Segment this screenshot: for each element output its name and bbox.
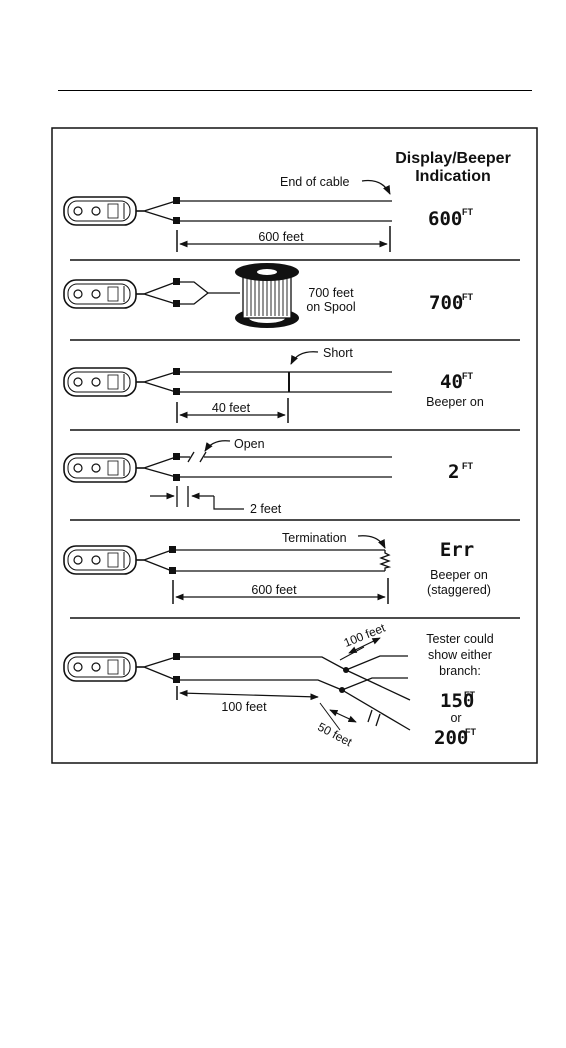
branch-note-line1: Tester could: [426, 632, 493, 646]
tester-device: [64, 546, 144, 574]
display-readout: Err: [440, 539, 474, 561]
beeper-note-line1: Beeper on: [430, 568, 488, 582]
tester-device: [64, 653, 144, 681]
dimension-arrow: [330, 710, 356, 722]
spool-label-line1: 700 feet: [308, 286, 354, 300]
tester-device: [64, 197, 144, 225]
cable-branch: [346, 656, 408, 670]
display-readout: 700: [429, 292, 463, 314]
callout-termination: Termination: [282, 531, 347, 545]
spool-label-line2: on Spool: [306, 300, 355, 314]
row-spool: 700 feet on Spool 700 FT: [64, 263, 473, 328]
terminator-resistor: [381, 550, 389, 571]
tester-device: [64, 280, 144, 308]
dimension-label-main: 100 feet: [221, 700, 267, 714]
display-unit: FT: [462, 292, 473, 302]
display-unit-b: FT: [465, 727, 476, 737]
open-break-mark: [368, 710, 372, 722]
open-break-mark: [376, 714, 380, 726]
cable-connector: [169, 567, 176, 574]
or-text: or: [450, 711, 461, 725]
branch-note-line2: show either: [428, 648, 492, 662]
cable-connector: [173, 300, 180, 307]
cable-wire: [180, 680, 410, 730]
cable-spool: [235, 263, 299, 328]
cable-connector: [169, 546, 176, 553]
dimension-label: 600 feet: [251, 583, 297, 597]
header-title-line1: Display/Beeper: [395, 150, 511, 167]
cable-connector: [173, 197, 180, 204]
callout-arrow: [205, 441, 230, 451]
cable-connector: [173, 453, 180, 460]
callout-end-of-cable: End of cable: [280, 175, 350, 189]
header-title-line2: Indication: [415, 168, 491, 185]
callout-open: Open: [234, 437, 265, 451]
row-end-of-cable: End of cable 600 feet 600 FT: [64, 175, 473, 252]
callout-arrow: [358, 536, 385, 548]
cable-connector: [173, 368, 180, 375]
callout-arrow: [291, 352, 318, 364]
tester-device: [64, 368, 144, 396]
display-unit: FT: [462, 207, 473, 217]
dimension-label: 40 feet: [212, 401, 251, 415]
callout-arrow: [362, 181, 390, 194]
cable-connector: [173, 653, 180, 660]
cable-connector: [173, 474, 180, 481]
display-unit: FT: [462, 371, 473, 381]
row-termination: Termination 600 feet Err Beeper on (stag…: [64, 531, 491, 604]
dimension-arrow: [180, 693, 318, 697]
display-unit-a: FT: [464, 690, 475, 700]
callout-short: Short: [323, 346, 353, 360]
row-short: Short 40 feet 40 FT Beeper on: [64, 346, 484, 423]
cable-connector: [173, 278, 180, 285]
beeper-note-line2: (staggered): [427, 583, 491, 597]
display-readout: 2: [448, 461, 459, 483]
display-readout: 600: [428, 208, 462, 230]
branch-note-line3: branch:: [439, 664, 481, 678]
cable-connector: [173, 388, 180, 395]
branch-junction: [343, 667, 349, 673]
display-readout-b: 200: [434, 727, 468, 749]
display-readout: 40: [440, 371, 463, 393]
row-open: Open 2 feet 2 FT: [64, 437, 473, 516]
row-branch: 100 feet 100 feet 50 feet Tester could s…: [64, 620, 494, 749]
cable-connector: [173, 217, 180, 224]
dimension-label: 2 feet: [250, 502, 282, 516]
dimension-label: 600 feet: [258, 230, 304, 244]
branch-junction: [339, 687, 345, 693]
cable-connector: [173, 676, 180, 683]
tester-device: [64, 454, 144, 482]
display-unit: FT: [462, 461, 473, 471]
beeper-note: Beeper on: [426, 395, 484, 409]
